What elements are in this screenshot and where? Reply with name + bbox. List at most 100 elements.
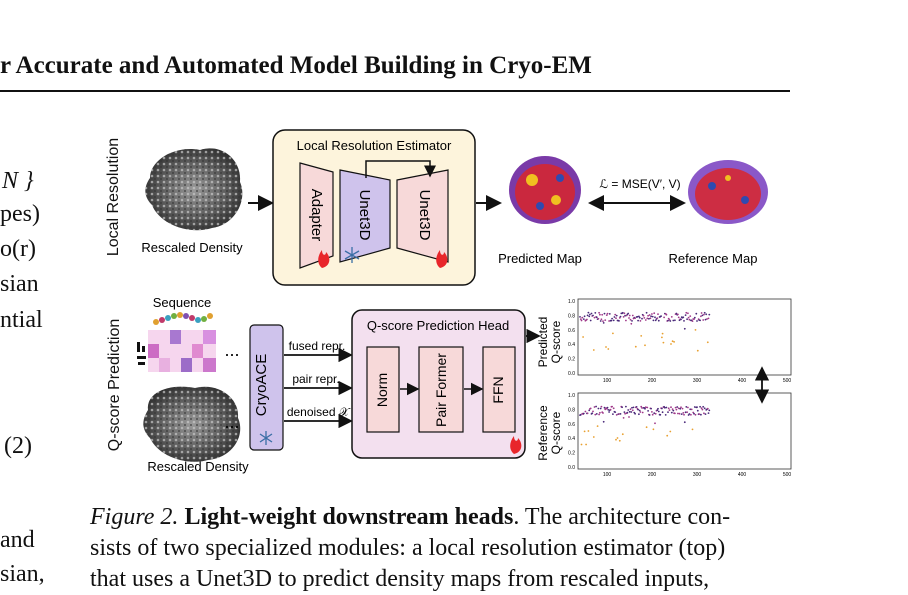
- plot-point: [631, 409, 634, 412]
- plot-point: [670, 343, 672, 345]
- plot-point: [588, 409, 591, 412]
- plot-point: [621, 406, 623, 409]
- adapter-label: Adapter: [308, 189, 325, 242]
- pairformer-block: [418, 346, 464, 433]
- plot-point: [615, 317, 617, 320]
- plot-point: [579, 413, 582, 416]
- plot-point: [651, 413, 654, 416]
- plot-point: [674, 319, 676, 322]
- plot-point: [628, 416, 630, 418]
- plot-point: [640, 335, 643, 337]
- plot-point: [664, 414, 667, 416]
- plot-x-tick: 200: [648, 378, 657, 384]
- density-image-bottom: [143, 386, 241, 462]
- plot-point: [648, 414, 651, 416]
- plot-point: [667, 407, 670, 410]
- plot-point: [690, 408, 693, 411]
- figure-caption: Figure 2. Light-weight downstream heads.…: [90, 502, 790, 595]
- plot-point: [672, 319, 675, 322]
- plot-point: [638, 315, 640, 318]
- plot-point: [663, 316, 665, 319]
- plot-point: [654, 422, 656, 425]
- plot-point: [678, 412, 681, 415]
- plot-point: [677, 313, 679, 316]
- plot-point: [671, 408, 674, 411]
- plot-point: [670, 316, 673, 318]
- text-fragment-6: and: [0, 527, 35, 553]
- plot-point: [690, 413, 692, 416]
- plot-point: [694, 413, 697, 416]
- plot-point: [599, 313, 601, 316]
- plot-point: [638, 316, 641, 319]
- plot-point: [634, 345, 637, 348]
- plot-point: [614, 411, 617, 413]
- plot-point: [700, 407, 703, 410]
- ellipsis-density: ...: [224, 412, 239, 432]
- plot-point: [667, 319, 669, 322]
- plot-point: [693, 406, 696, 408]
- plot-x-tick: 300: [693, 472, 702, 478]
- plot-point: [589, 319, 592, 322]
- plot-point: [674, 406, 677, 409]
- plot-point: [705, 313, 708, 316]
- unet3d-encoder-block: [339, 169, 391, 263]
- plot-point: [677, 412, 679, 415]
- plot-point: [679, 407, 682, 410]
- input-label-bottom: Rescaled Density: [147, 459, 249, 474]
- cryoace-label: CryoACE: [253, 354, 270, 417]
- plot-point: [583, 430, 586, 433]
- plot-point: [696, 406, 698, 409]
- predicted-map-image: [509, 156, 581, 224]
- plot-y-tick: 0.8: [568, 407, 575, 413]
- plot-point: [579, 316, 581, 318]
- reference-qscore-label-line1: Reference: [536, 405, 550, 461]
- plot-point: [579, 318, 582, 320]
- plot-point: [606, 406, 609, 409]
- plot-point: [680, 413, 683, 415]
- plot-x-tick: 400: [738, 378, 747, 384]
- plot-point: [587, 311, 590, 314]
- plot-point: [624, 412, 626, 415]
- plot-point: [594, 413, 597, 416]
- plot-point: [643, 317, 646, 319]
- plot-point: [677, 407, 680, 410]
- plot-point: [683, 320, 685, 322]
- plot-point: [694, 329, 697, 331]
- unet3d-decoder-label: Unet3D: [416, 190, 433, 241]
- plot-point: [688, 413, 691, 415]
- plot-point: [686, 318, 688, 321]
- plot-point: [610, 319, 613, 322]
- plot-point: [592, 410, 594, 413]
- fire-icon: [510, 436, 522, 454]
- plot-point: [637, 408, 639, 411]
- plot-point: [706, 407, 709, 410]
- plot-point: [603, 312, 606, 315]
- plot-point: [591, 412, 594, 415]
- plot-point: [651, 411, 653, 413]
- plot-point: [708, 313, 711, 316]
- plot-point: [686, 411, 688, 414]
- plot-point: [665, 313, 668, 316]
- predicted-qscore-label-line2: Q-score: [549, 320, 563, 363]
- plot-point: [602, 420, 605, 423]
- plot-point: [599, 407, 602, 410]
- plot-point: [700, 312, 703, 314]
- plot-point: [696, 409, 699, 412]
- plot-point: [595, 413, 598, 415]
- plot-point: [706, 318, 708, 320]
- plot-point: [586, 314, 589, 317]
- plot-point: [702, 405, 705, 408]
- plot-point: [601, 313, 604, 316]
- plot-point: [609, 408, 612, 411]
- plot-point: [622, 417, 625, 419]
- plot-point: [604, 319, 607, 321]
- plot-point: [631, 320, 633, 322]
- plot-point: [618, 413, 620, 415]
- plot-point: [615, 438, 617, 441]
- plot-point: [615, 414, 618, 416]
- plot-point: [592, 314, 594, 317]
- plot-point: [683, 421, 686, 424]
- plot-point: [646, 406, 649, 409]
- plot-y-tick: 1.0: [568, 393, 575, 399]
- plot-point: [595, 405, 597, 408]
